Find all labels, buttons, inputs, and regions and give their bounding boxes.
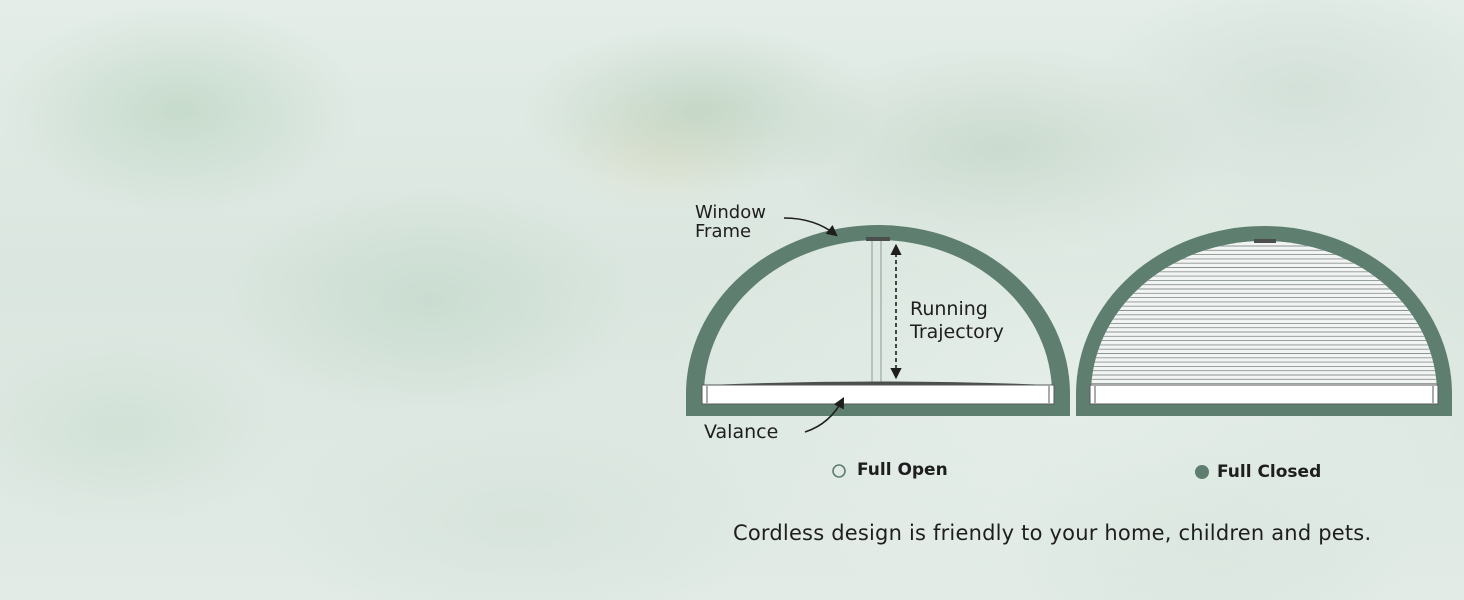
right-valance xyxy=(1089,384,1439,405)
right-top-bracket xyxy=(1254,239,1276,243)
window-frame-label: Window Frame xyxy=(695,202,766,242)
right-window-sill xyxy=(1076,404,1452,416)
closed-shade-fabric xyxy=(1091,241,1437,386)
left-valance xyxy=(701,384,1055,405)
left-shade-stack xyxy=(706,381,1050,385)
full-closed-label: Full Closed xyxy=(1217,462,1322,482)
window-frame-pointer xyxy=(783,217,838,237)
left-top-bracket xyxy=(866,237,890,241)
running-trajectory-label: Running Trajectory xyxy=(910,298,1004,343)
full-open-window xyxy=(686,217,1070,433)
full-open-label: Full Open xyxy=(857,460,948,480)
full-closed-window xyxy=(1076,226,1452,416)
valance-label: Valance xyxy=(704,421,779,443)
full-open-marker-icon xyxy=(832,464,846,478)
valance-pointer xyxy=(804,397,845,433)
left-window-sill xyxy=(686,404,1070,416)
cordless-caption: Cordless design is friendly to your home… xyxy=(733,521,1372,545)
full-closed-marker-icon xyxy=(1195,465,1209,479)
